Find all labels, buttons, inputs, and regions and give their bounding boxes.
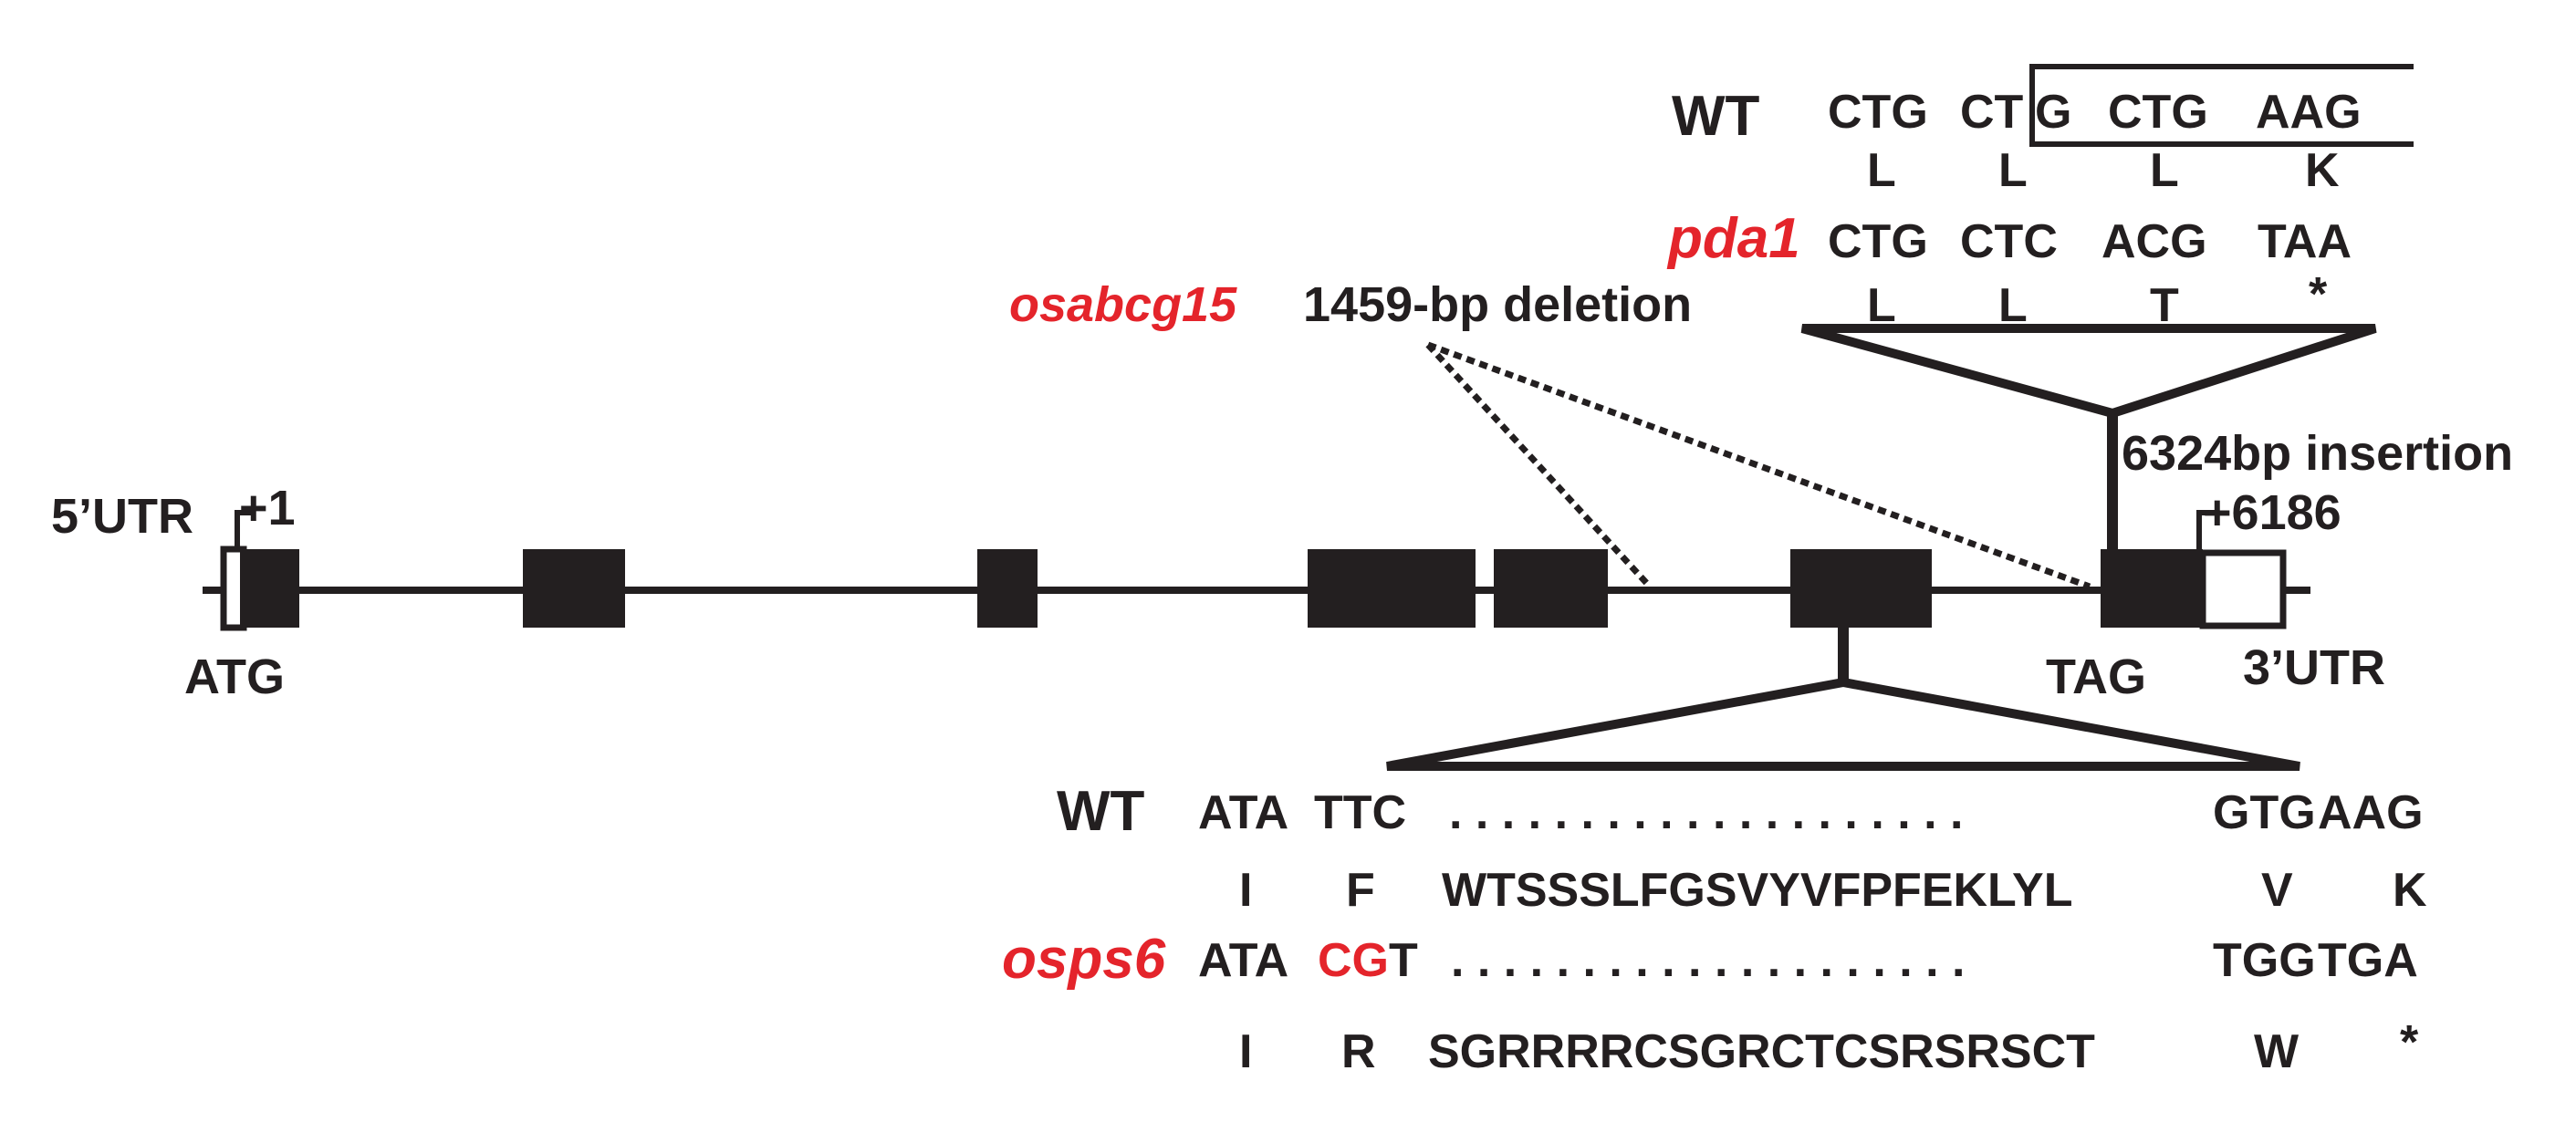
top-wt-codon-1: CTG xyxy=(1828,86,1928,139)
bottom-mut-codon-2-black: T xyxy=(1389,934,1418,987)
top-wt-label: WT xyxy=(1672,85,1760,148)
deletion-right-dotted-line xyxy=(1426,341,2091,590)
bottom-wt-codon-end-1: GTG xyxy=(2213,786,2316,839)
bottom-wt-codon-end-2: AAG xyxy=(2318,786,2424,839)
top-mut-codon-1: CTG xyxy=(1828,215,1928,268)
exon6-expansion-triangle xyxy=(1386,677,2300,771)
top-wt-aa-2: L xyxy=(1998,144,2028,197)
bottom-mut-dots: . . . . . . . . . . . . . . . . . . . . xyxy=(1451,934,1965,987)
bottom-mut-codon-1: ATA xyxy=(1198,934,1288,987)
top-wt-codon-2a: CT xyxy=(1960,86,2024,139)
exon-1 xyxy=(240,549,299,628)
end-position-label: +6186 xyxy=(2203,485,2341,540)
bottom-mut-aa-1: I xyxy=(1239,1025,1252,1078)
bottom-mut-codon-end-2: TGA xyxy=(2318,934,2418,987)
bottom-mut-codon-2-red: CG xyxy=(1318,934,1389,987)
top-mut-codon-3: ACG xyxy=(2101,215,2207,268)
top-wt-aa-1: L xyxy=(1867,144,1896,197)
utr3-label: 3’UTR xyxy=(2243,640,2385,695)
top-wt-codon-4: AAG xyxy=(2256,86,2362,139)
exon-5 xyxy=(1494,549,1608,628)
top-mut-aa-1: L xyxy=(1867,279,1896,332)
exon-6 xyxy=(1790,549,1932,628)
bottom-wt-codon-2: TTC xyxy=(1314,786,1406,839)
bottom-mut-codon-end-1: TGG xyxy=(2213,934,2316,987)
bottom-wt-codon-1: ATA xyxy=(1198,786,1288,839)
top-mut-codon-4: TAA xyxy=(2258,215,2352,268)
bottom-mutant-label: osps6 xyxy=(1002,928,1166,991)
insertion-label: 6324bp insertion xyxy=(2122,426,2513,481)
top-mut-codon-2: CTC xyxy=(1960,215,2058,268)
bottom-wt-label: WT xyxy=(1057,780,1145,843)
bottom-wt-aa-2: F xyxy=(1346,864,1375,917)
deletion-label: 1459-bp deletion xyxy=(1303,277,1692,332)
top-mut-aa-3: T xyxy=(2150,279,2179,332)
top-mut-aa-4: * xyxy=(2309,268,2328,321)
bottom-mut-aa-middle: SGRRRRCSGRCTCSRSRSCT xyxy=(1428,1025,2095,1078)
atg-label: ATG xyxy=(184,650,285,704)
utr5-label: 5’UTR xyxy=(51,489,193,544)
bottom-mut-aa-2: R xyxy=(1341,1025,1376,1078)
top-wt-codon-2b: G xyxy=(2035,86,2071,139)
top-wt-aa-4: K xyxy=(2305,144,2340,197)
bottom-wt-aa-middle: WTSSSLFGSVYVFPFEKLYL xyxy=(1442,864,2073,917)
exon-3 xyxy=(977,549,1038,628)
top-mutant-label: pda1 xyxy=(1666,207,1800,270)
tag-label: TAG xyxy=(2046,650,2146,704)
bottom-mut-aa-end-2: * xyxy=(2400,1016,2419,1069)
top-mut-aa-2: L xyxy=(1998,279,2028,332)
top-wt-codon-3: CTG xyxy=(2108,86,2208,139)
bottom-wt-aa-end-2: K xyxy=(2393,864,2427,917)
bottom-mut-aa-end-1: W xyxy=(2254,1025,2300,1078)
insertion-triangle xyxy=(1800,324,2377,419)
utr3-box xyxy=(2199,549,2287,629)
bottom-wt-dots: . . . . . . . . . . . . . . . . . . . . xyxy=(1449,786,1963,839)
bottom-wt-aa-end-1: V xyxy=(2261,864,2293,917)
exon-7 xyxy=(2101,549,2203,628)
deletion-mutant-label: osabcg15 xyxy=(1009,277,1237,332)
exon-2 xyxy=(523,549,625,628)
wt-sequence-box xyxy=(2029,64,2414,147)
bottom-mut-codon-2: CGT xyxy=(1318,934,1418,987)
exon-4 xyxy=(1308,549,1476,628)
start-position-label: +1 xyxy=(239,481,296,535)
top-wt-aa-3: L xyxy=(2150,144,2179,197)
bottom-wt-aa-1: I xyxy=(1239,864,1252,917)
